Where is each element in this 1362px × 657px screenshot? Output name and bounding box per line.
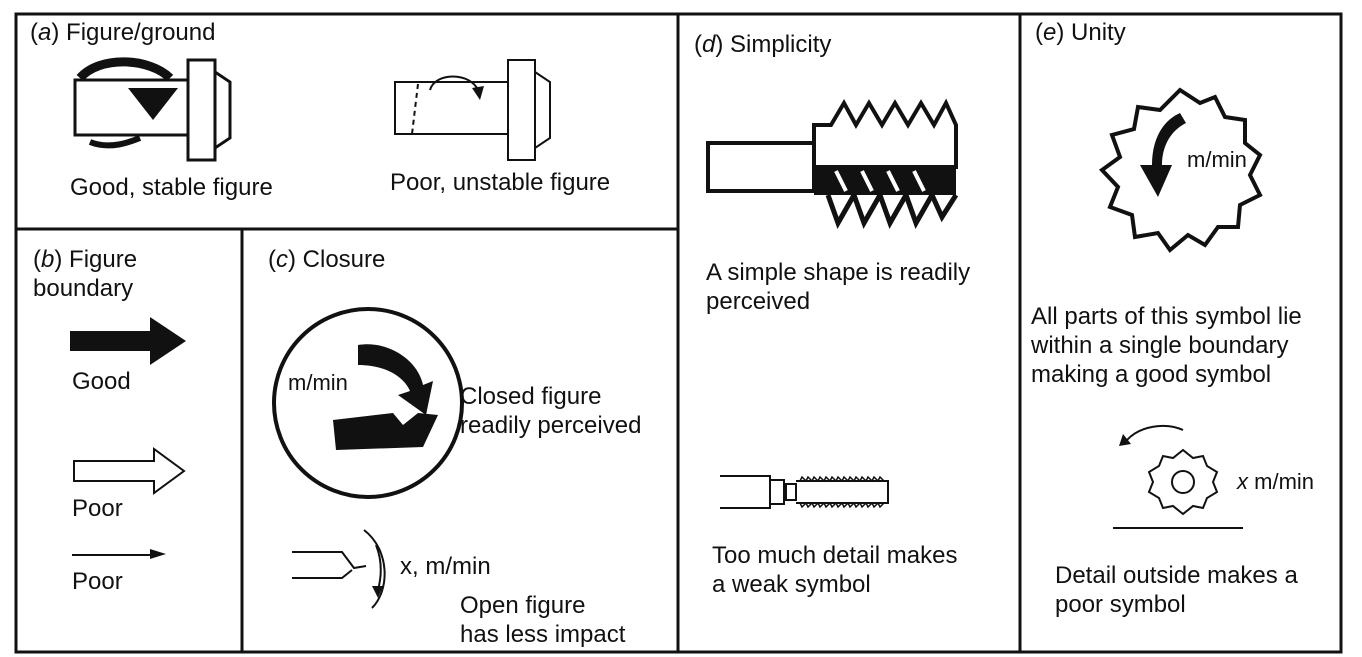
panel-b-title-line2: boundary [33,275,134,302]
panel-e-unity-line3: making a good symbol [1031,361,1272,388]
panel-b-poor-label-2: Poor [72,568,123,595]
panel-d-title: (d) Simplicity [694,31,832,58]
closed-circle-icon [272,307,464,499]
bolt-good-icon [73,57,232,162]
panel-c-closed-line1: Closed figure [460,383,602,410]
panel-a-poor-caption: Poor, unstable figure [390,169,611,196]
panel-c-closed-line2: readily perceived [460,412,642,439]
panel-a-title: (a) Figure/ground [30,19,216,46]
panel-e-saw-text: m/min [1187,147,1247,172]
bolt-poor-icon [394,59,551,161]
solid-arrow-icon [70,317,186,365]
panel-b-title: (b) Figure [33,246,138,273]
simple-tool-icon [706,98,959,229]
open-figure-icon [292,529,386,609]
panel-b-good-label: Good [72,368,131,395]
panel-e-outside-line1: Detail outside makes a [1055,562,1298,589]
panel-c-circle-text: m/min [288,370,348,395]
panel-e-unity-line2: within a single boundary [1031,332,1289,359]
panel-c-open-line1: Open figure [460,592,586,619]
panel-a-good-caption: Good, stable figure [70,174,273,201]
panel-b-poor-label-1: Poor [72,495,123,522]
panel-c-open-line2: has less impact [460,621,626,648]
panel-c-title: (c) Closure [268,246,386,273]
panel-d-simple-line1: A simple shape is readily [706,259,971,286]
saw-blade-icon [1098,87,1263,253]
panel-c-open-label: x, m/min [400,553,491,580]
panel-d-detail-line1: Too much detail makes [712,542,958,569]
detailed-tool-icon [720,475,889,509]
panel-d-detail-line2: a weak symbol [712,571,871,598]
panel-e-unity-line1: All parts of this symbol lie [1031,303,1302,330]
outline-arrow-icon [73,447,186,495]
panel-d-simple-line2: perceived [706,288,811,315]
panel-e-small-text-value: m/min [1254,469,1315,494]
cutter-wheel-icon [1113,424,1243,529]
panel-e-title: (e) Unity [1035,19,1126,46]
panel-e-outside-line2: poor symbol [1055,591,1186,618]
panel-e-small-text: x m/min [1237,469,1315,494]
thin-arrow-icon [72,549,166,559]
